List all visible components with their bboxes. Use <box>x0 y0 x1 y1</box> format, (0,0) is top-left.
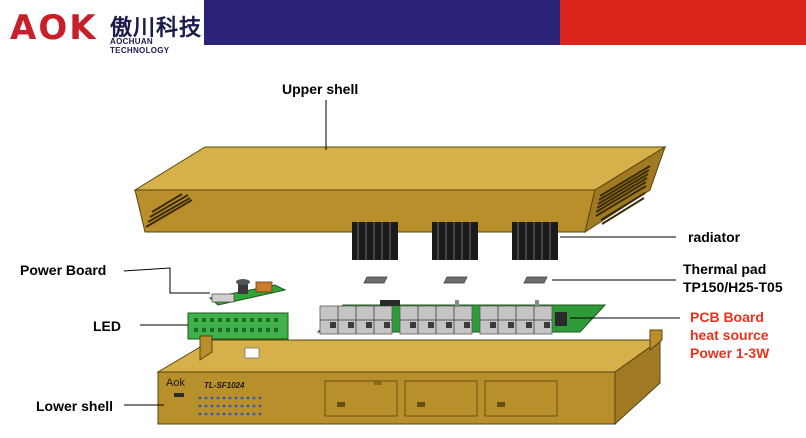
label-thermal-pad-line2: TP150/H25-T05 <box>683 279 783 295</box>
radiator-1 <box>352 222 398 260</box>
company-logo: AOK 傲川科技 AOCHUAN TECHNOLOGY <box>6 6 206 55</box>
logo-letters: AOK <box>10 8 98 48</box>
label-heat-source: heat source <box>690 327 769 343</box>
label-lower-shell: Lower shell <box>36 398 114 414</box>
label-pcb-board: PCB Board <box>690 309 764 325</box>
label-radiator: radiator <box>688 229 741 245</box>
device-model-mark: TL-SF1024 <box>204 381 245 390</box>
leader-lines <box>123 100 680 406</box>
device-brand-mark: Aok <box>166 377 185 389</box>
header-band-navy <box>204 0 560 45</box>
logo-chinese-name: 傲川科技 <box>110 16 203 41</box>
label-led: LED <box>93 318 121 334</box>
radiator-3 <box>512 222 558 260</box>
radiator-2 <box>432 222 478 260</box>
power-board <box>208 279 287 306</box>
pcb-board <box>316 300 607 335</box>
label-power-board: Power Board <box>20 262 107 278</box>
label-upper-shell: Upper shell <box>282 81 359 97</box>
lower-shell: Aok TL-SF1024 <box>156 329 663 426</box>
upper-shell <box>133 145 667 234</box>
header-band-red <box>560 0 806 45</box>
led-board <box>187 312 289 340</box>
thermal-pads <box>363 276 548 284</box>
label-thermal-pad-line1: Thermal pad <box>683 261 767 277</box>
logo-english-name: AOCHUAN TECHNOLOGY <box>110 37 170 55</box>
label-power-range: Power 1-3W <box>690 345 770 361</box>
